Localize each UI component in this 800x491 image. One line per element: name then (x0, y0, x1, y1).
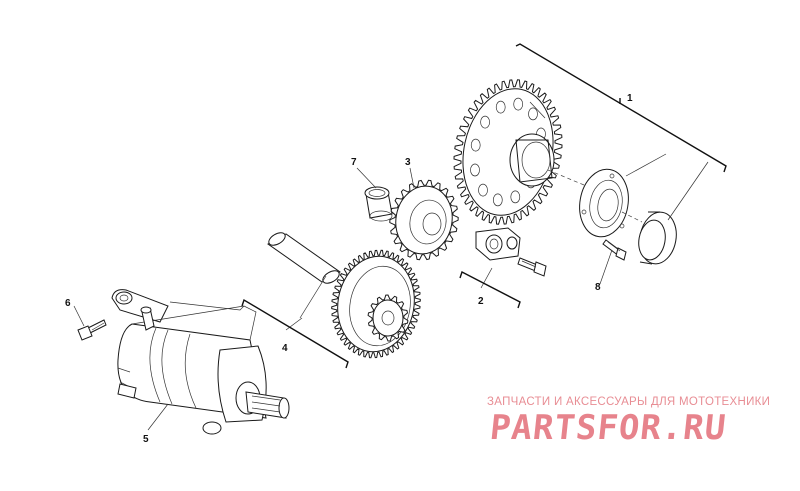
callout-6: 6 (65, 298, 71, 309)
intermediate-gear-3 (389, 179, 459, 261)
shaft-pin (267, 232, 341, 284)
starter-motor-5 (111, 289, 290, 435)
reduction-gear-4 (331, 249, 421, 359)
gear-lightening-hole (470, 163, 480, 177)
gear-lightening-hole (480, 115, 490, 129)
bearing-flange (579, 168, 629, 238)
callout-5: 5 (143, 434, 149, 445)
callout-7: 7 (351, 157, 357, 168)
bolt-8 (602, 239, 627, 261)
callout-8: 8 (595, 282, 601, 293)
callout-1: 1 (627, 93, 633, 104)
bolt-6 (77, 319, 107, 341)
gear-lightening-hole (492, 193, 503, 207)
gear-lightening-hole (510, 190, 521, 204)
watermark-brand-logo: PARTSFOR.RU (488, 408, 729, 448)
callout-3: 3 (405, 157, 411, 168)
seal-ring (638, 211, 677, 265)
leader-lines (73, 101, 709, 431)
group-brace-4 (241, 298, 349, 369)
gear-lightening-hole (495, 100, 506, 114)
gear-lightening-hole (478, 183, 488, 197)
large-sprocket-gear (453, 79, 563, 225)
shaft-holder-bracket (475, 227, 521, 261)
gear-lightening-hole (513, 97, 524, 111)
callout-2: 2 (478, 296, 484, 307)
bolt-2 (517, 257, 547, 277)
group-brace-2 (459, 271, 521, 309)
watermark-tagline: ЗАПЧАСТИ И АКСЕССУАРЫ ДЛЯ МОТОТЕХНИКИ (487, 396, 771, 408)
gear-lightening-hole (528, 107, 538, 121)
callout-4: 4 (282, 343, 288, 354)
group-brace-1 (515, 43, 727, 173)
gear-lightening-hole (470, 138, 481, 152)
bushing-7 (364, 186, 393, 222)
